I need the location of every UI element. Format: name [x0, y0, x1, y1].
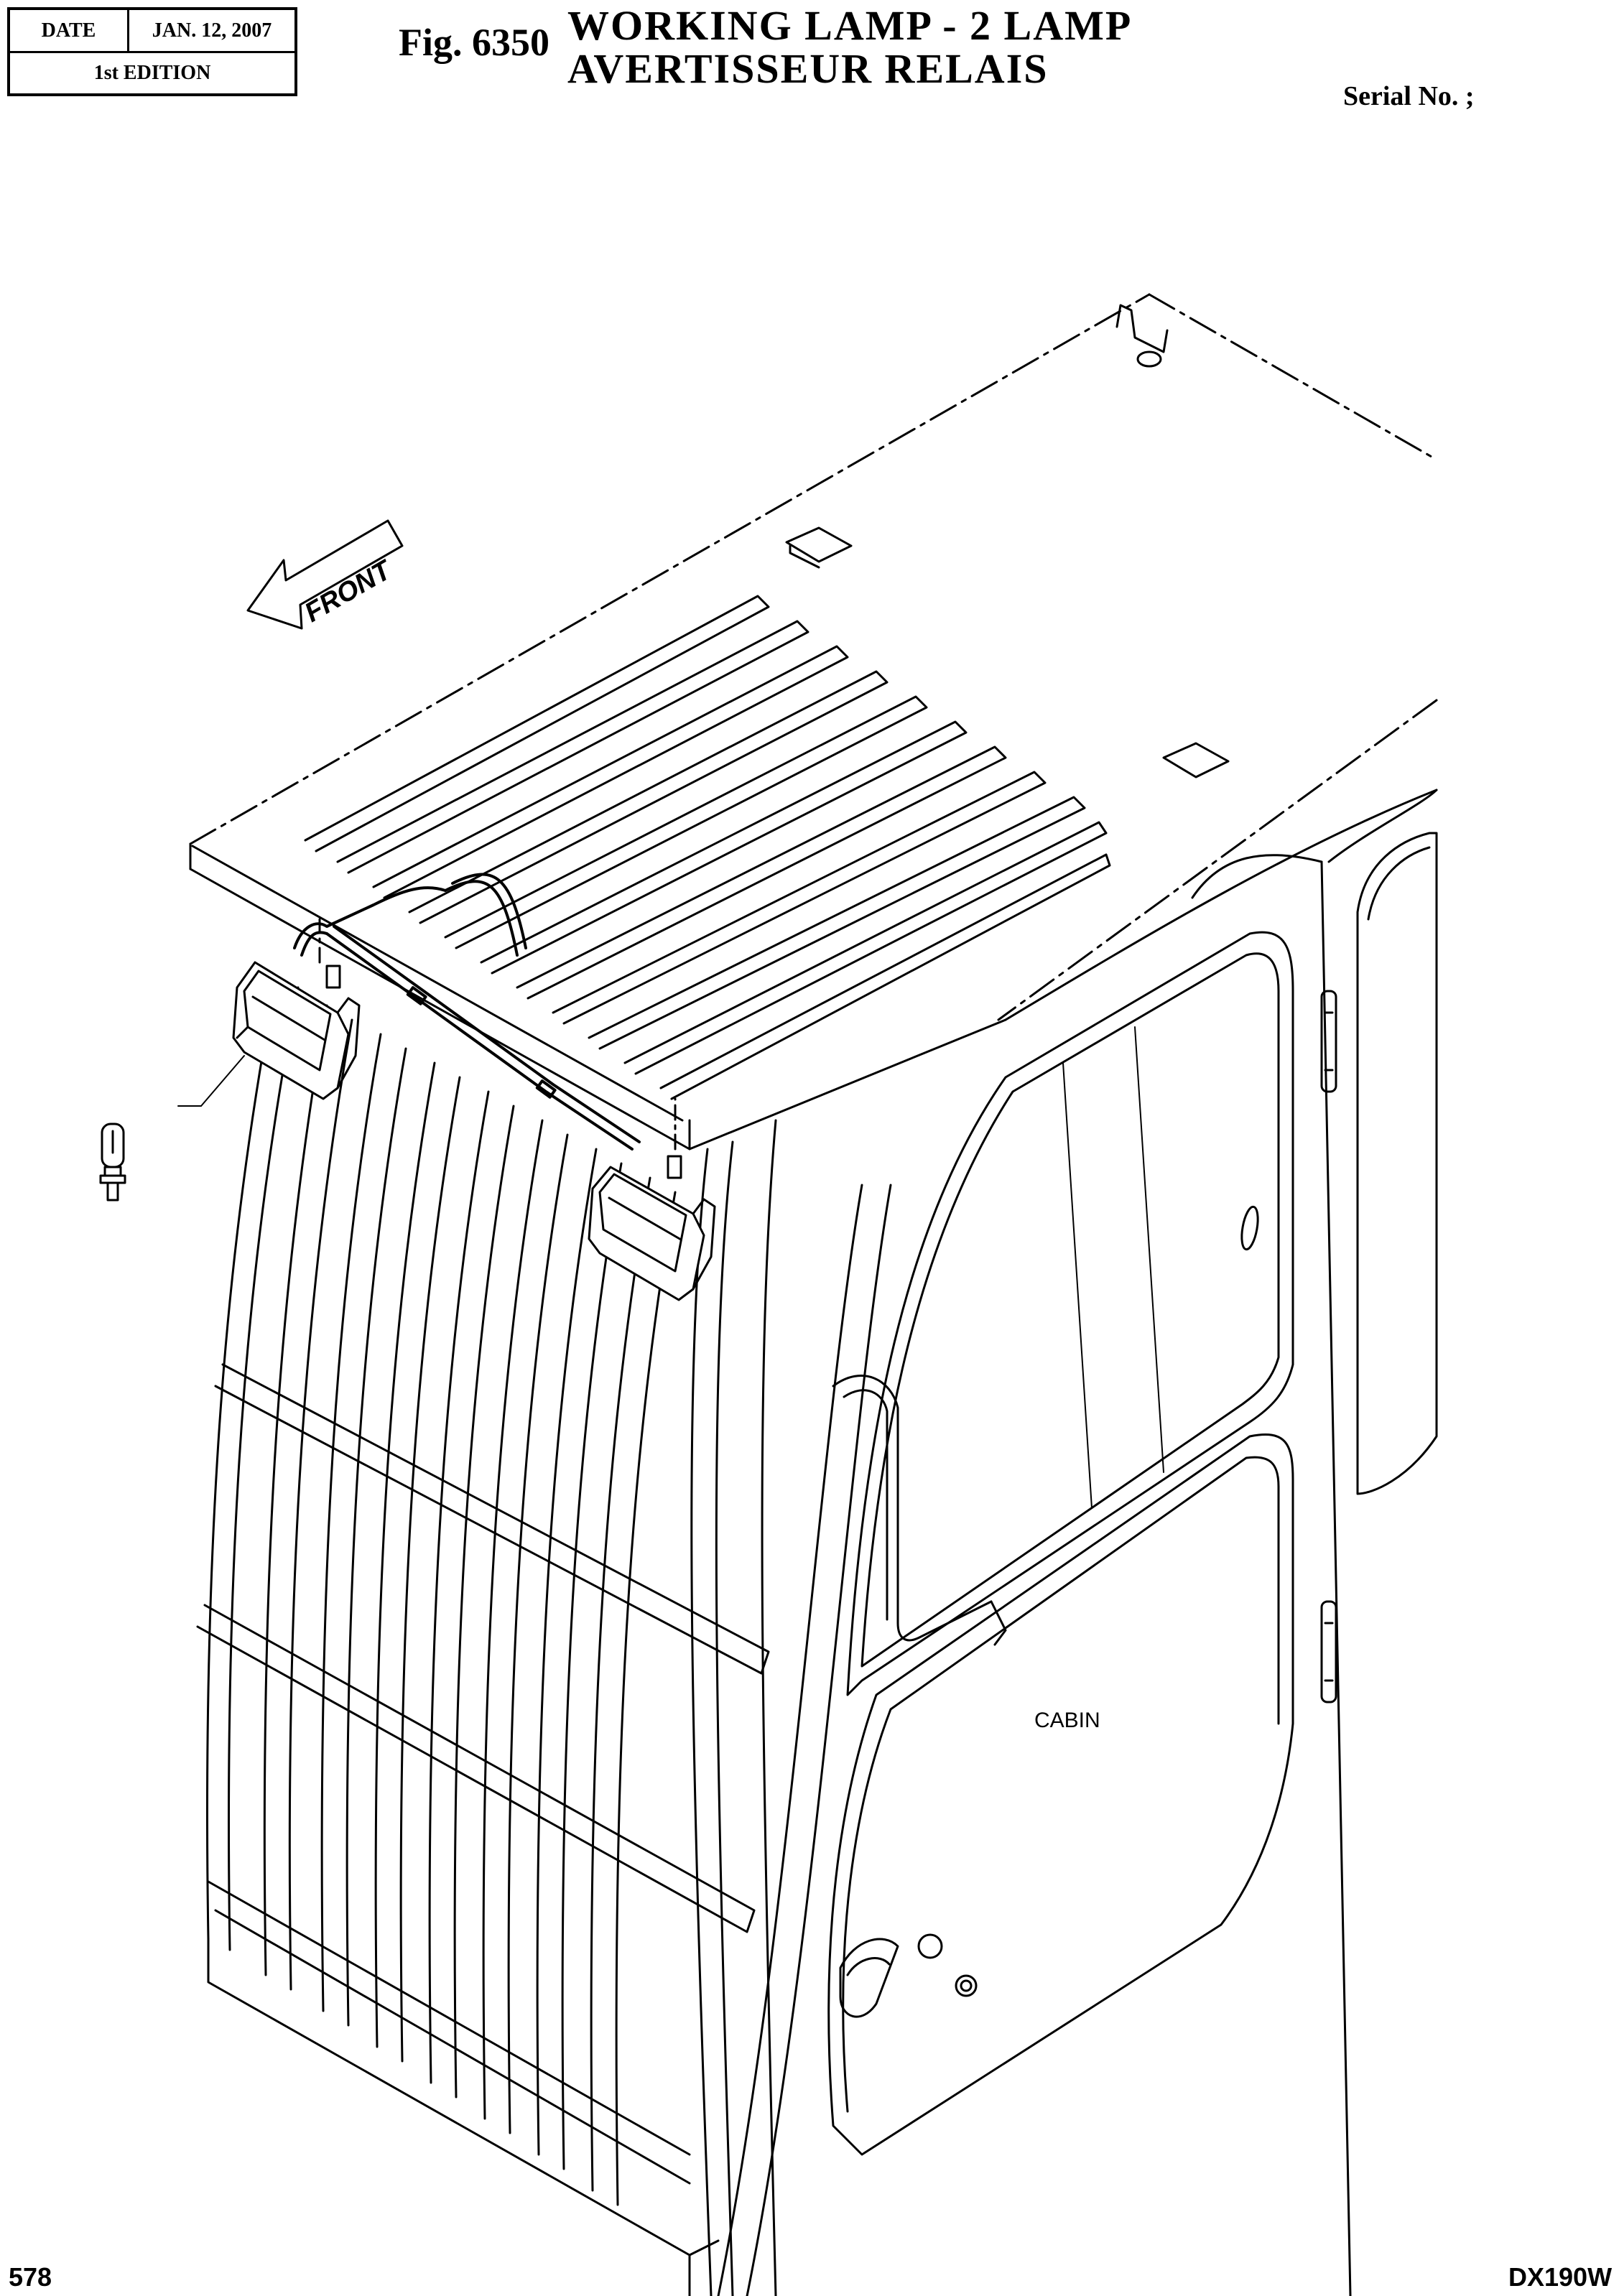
figure-number: Fig. 6350 [399, 21, 549, 64]
handrail [832, 1375, 1007, 1646]
edition-label: 1st EDITION [93, 62, 211, 84]
title-french: AVERTISSEUR RELAIS [567, 45, 1049, 92]
roof-slot-2 [1162, 742, 1230, 778]
bottom-frame [207, 1938, 720, 2296]
edition-stamp: DATE JAN. 12, 2007 1st EDITION [7, 7, 297, 96]
cabin-door [827, 931, 1294, 2156]
roof-slot-1 [785, 526, 853, 569]
model-number: DX190W [1508, 2262, 1613, 2292]
title-english: WORKING LAMP - 2 LAMP [567, 2, 1133, 49]
door-handle [839, 1933, 978, 2018]
roof-front-edge [189, 842, 1007, 1151]
front-arrow-icon: FRONT [246, 519, 404, 630]
guard-cross-members [196, 1363, 770, 2185]
door-hinges [1320, 990, 1337, 1704]
leader-line [200, 1055, 245, 1107]
cabin-body [717, 789, 1438, 2296]
date-value: JAN. 12, 2007 [129, 10, 294, 53]
roof-bracket-rear [1115, 304, 1169, 368]
cabin-label: CABIN [1034, 1709, 1100, 1732]
roof-panel [189, 293, 1438, 1021]
date-label: DATE [10, 10, 129, 53]
working-lamp-right [588, 1097, 716, 1301]
serial-number-label: Serial No. ; [1343, 81, 1475, 111]
working-lamp-left [232, 918, 361, 1100]
side-window [1356, 832, 1438, 1495]
wiring-harness [293, 873, 641, 1151]
page-number: 578 [9, 2262, 52, 2292]
bulb-icon [99, 1123, 126, 1202]
roof-guard-grille [304, 595, 1111, 1100]
